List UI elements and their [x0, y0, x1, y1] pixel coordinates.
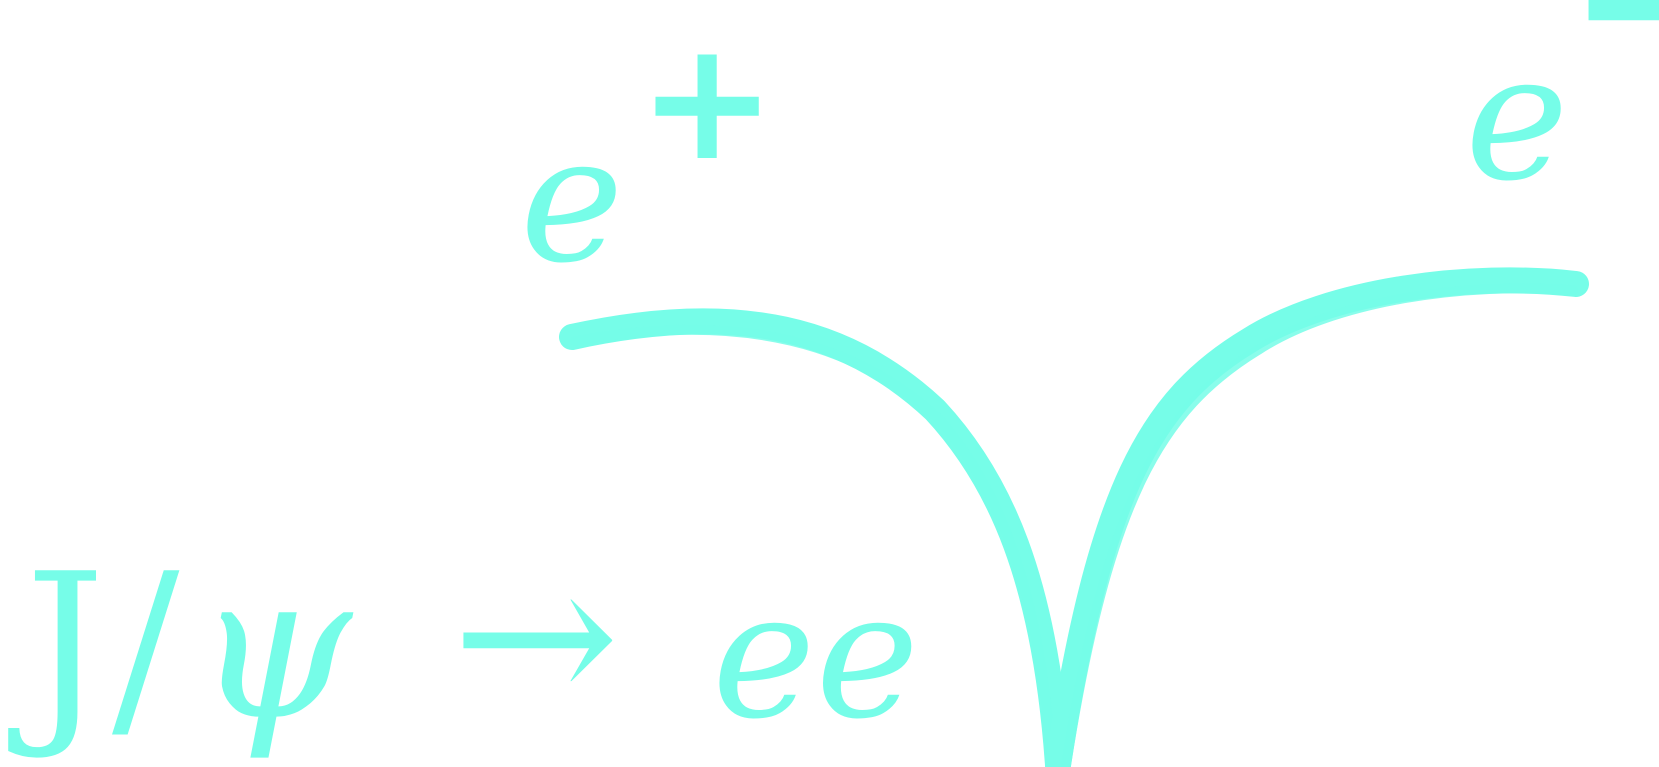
decay-products: ee	[712, 555, 919, 758]
positron-label-base: e	[520, 99, 624, 302]
electron-label-base: e	[1465, 17, 1569, 220]
jpsi-j: J	[8, 531, 105, 764]
electron-track	[1058, 280, 1576, 765]
jpsi-slash: /	[112, 531, 180, 764]
decay-equation: J / ψ → ee	[8, 520, 919, 764]
positron-label-sign: +	[638, 5, 776, 197]
decay-arrow: →	[452, 520, 620, 753]
jpsi-psi: ψ	[195, 531, 354, 764]
electron-label-sign: −	[1570, 0, 1659, 107]
